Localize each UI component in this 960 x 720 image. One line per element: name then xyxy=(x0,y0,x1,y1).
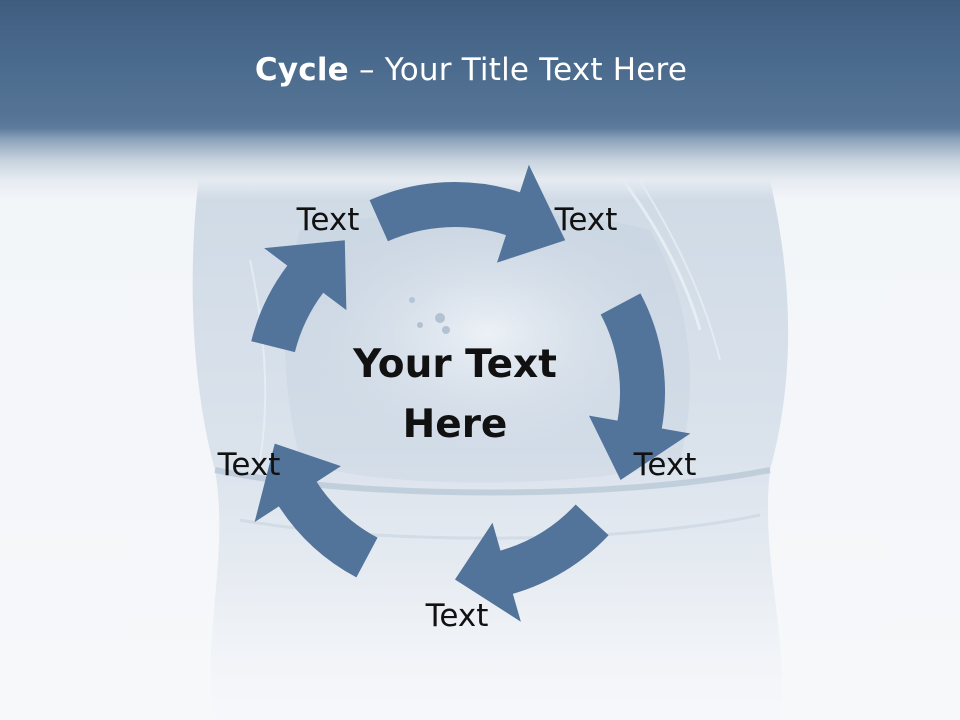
cycle-arrow-4 xyxy=(254,443,378,578)
cycle-arrow-2 xyxy=(588,293,691,481)
center-text-line2: Here xyxy=(402,402,508,447)
slide-title: Cycle – Your Title Text Here xyxy=(0,52,942,88)
center-text-line1: Your Text xyxy=(353,342,557,387)
cycle-node-bottom: Text xyxy=(425,598,489,634)
title-rest: – Your Title Text Here xyxy=(348,52,688,88)
header-band xyxy=(0,0,960,200)
cycle-arrow-5 xyxy=(251,240,347,353)
cycle-node-left: Text xyxy=(217,447,281,483)
cycle-node-top-left: Text xyxy=(296,202,360,238)
cycle-arrow-1 xyxy=(369,164,566,263)
cycle-arrow-3 xyxy=(455,504,609,622)
title-bold-part: Cycle xyxy=(254,52,349,88)
cycle-node-top-right: Text xyxy=(554,202,618,238)
cycle-node-right: Text xyxy=(633,447,697,483)
center-text: Your Text Here xyxy=(325,335,585,455)
